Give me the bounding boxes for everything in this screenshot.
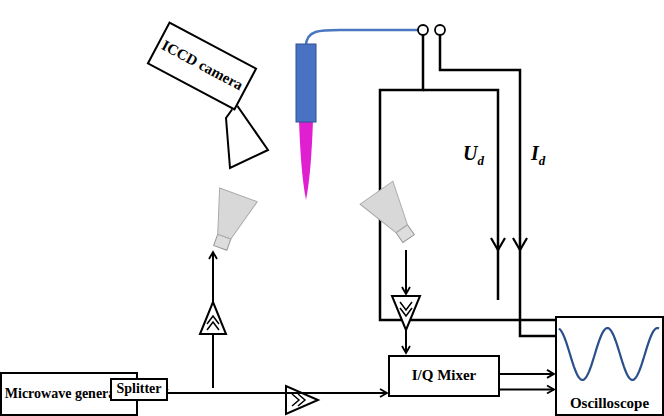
- node-label: Oscilloscope: [570, 396, 649, 412]
- wire: [405, 250, 407, 294]
- amplifier: [292, 394, 305, 406]
- wire: [212, 334, 214, 388]
- oscilloscope-box: Oscilloscope: [555, 316, 664, 416]
- wire: [423, 90, 498, 300]
- amplifier: [207, 316, 219, 330]
- camera-lens: [226, 104, 268, 168]
- waveform: [557, 320, 662, 390]
- plasma-plume: [299, 120, 313, 200]
- cable: [306, 30, 418, 46]
- amplifier: [392, 296, 420, 330]
- arrow: [513, 238, 527, 250]
- arrow: [491, 238, 505, 250]
- amplifier: [286, 386, 318, 414]
- wire: [380, 35, 555, 320]
- electrode: [296, 44, 316, 122]
- terminal: [418, 25, 428, 35]
- camera-box: ICCD camera: [147, 21, 258, 110]
- signal-arrow: [168, 392, 387, 394]
- wire: [405, 330, 407, 353]
- signal-name: Ud: [462, 142, 485, 169]
- signal-arrow: [500, 373, 554, 375]
- node-label: ICCD camera: [159, 38, 245, 94]
- amplifier: [200, 302, 226, 334]
- wire: [212, 252, 214, 302]
- horn-antenna: [200, 188, 257, 254]
- signal-arrow: [500, 388, 554, 390]
- horn-antenna: [360, 181, 425, 250]
- node-label: I/Q Mixer: [412, 368, 477, 384]
- node-label: Splitter: [116, 382, 161, 397]
- signal-name: Id: [530, 142, 546, 169]
- terminal: [435, 25, 445, 35]
- mixer-box: I/Q Mixer: [388, 355, 500, 397]
- amplifier: [400, 302, 412, 316]
- splitter-box: Splitter: [110, 378, 168, 401]
